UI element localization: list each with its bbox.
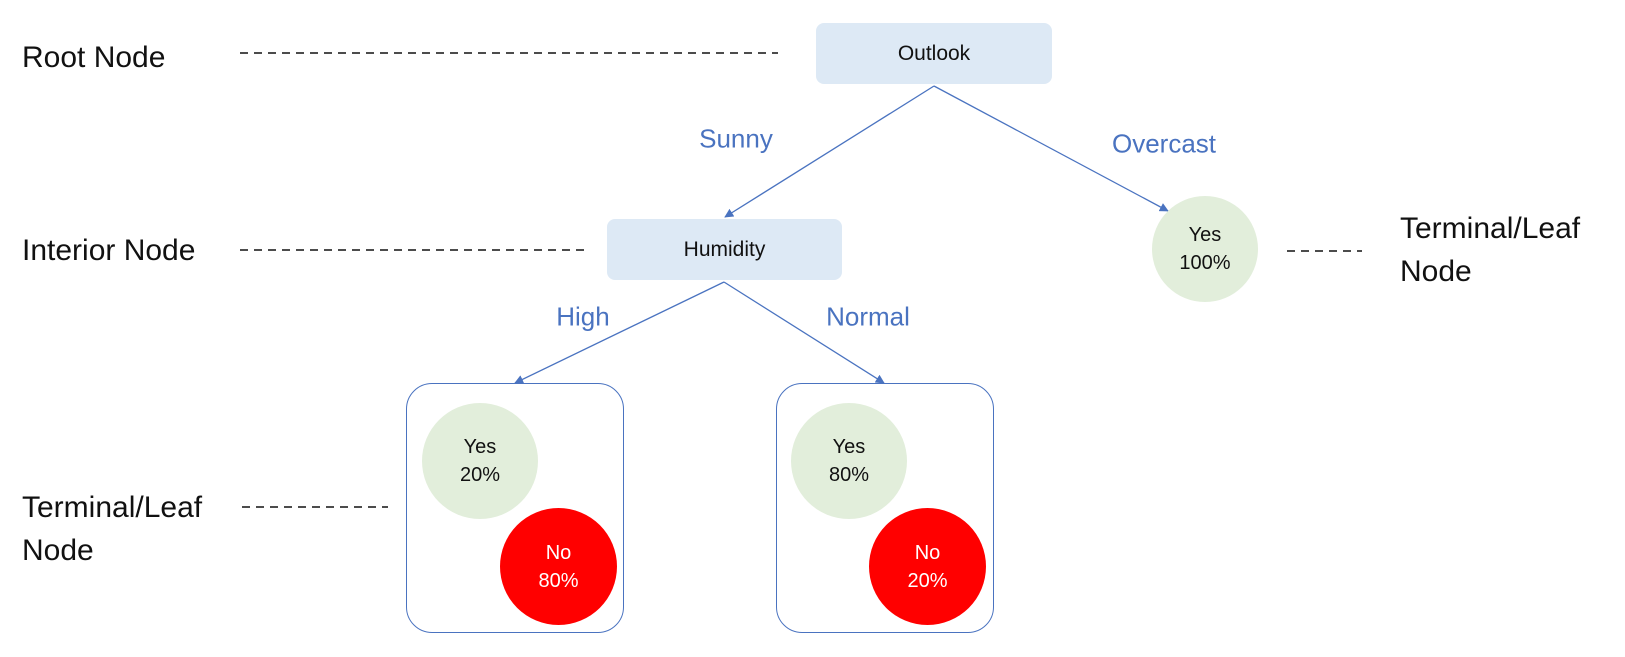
- leaf-normal-no-value: 20%: [907, 569, 948, 592]
- leaf-high-yes: Yes 20%: [422, 403, 538, 519]
- interior-node-text: Humidity: [683, 237, 766, 261]
- leaf-high-no-value: 80%: [538, 569, 579, 592]
- leaf-normal-yes: Yes 80%: [791, 403, 907, 519]
- edge-label-sunny-text: Sunny: [699, 123, 773, 154]
- leaf-overcast-yes-label: Yes: [1188, 224, 1222, 246]
- edge-label-high: High: [556, 302, 609, 333]
- root-node-outlook: Outlook: [816, 23, 1052, 84]
- leaf-overcast-yes-value: 100%: [1179, 252, 1231, 274]
- edge-label-high-text: High: [556, 301, 610, 332]
- edge-sunny-arrow: [724, 85, 935, 218]
- edge-label-overcast: Overcast: [1112, 129, 1216, 160]
- edge-overcast-arrow: [933, 85, 1169, 212]
- leaf-group-normal: [776, 383, 994, 633]
- edge-label-sunny: Sunny: [699, 124, 773, 155]
- root-node-text: Outlook: [897, 41, 971, 65]
- leaf-high-no: No 80%: [500, 508, 617, 625]
- leaf-node-label-left-line2: Node: [22, 534, 94, 567]
- leaf-node-label-right-line2: Node: [1400, 255, 1472, 288]
- edge-label-normal: Normal: [826, 302, 910, 333]
- leaf-high-yes-label: Yes: [463, 436, 497, 458]
- leaf-high-yes-value: 20%: [459, 464, 501, 486]
- edge-normal-arrow: [723, 281, 885, 384]
- leaf-normal-no: No 20%: [869, 508, 986, 625]
- leaf-high-no-label: No: [545, 541, 572, 564]
- edge-high-arrow: [514, 281, 725, 384]
- edge-label-overcast-text: Overcast: [1111, 128, 1217, 159]
- root-node-label-text: Root Node: [22, 41, 166, 74]
- leaf-normal-no-label: No: [914, 541, 941, 564]
- leaf-node-label-right-line1: Terminal/Leaf: [1400, 212, 1581, 245]
- leaf-node-label-left: Terminal/Leaf Node: [22, 486, 202, 572]
- root-node-label: Root Node: [22, 36, 165, 79]
- interior-node-label: Interior Node: [22, 229, 195, 272]
- interior-node-label-text: Interior Node: [22, 234, 196, 267]
- leaf-node-label-right: Terminal/Leaf Node: [1400, 207, 1580, 293]
- leaf-normal-yes-label: Yes: [832, 436, 866, 458]
- leaf-normal-yes-value: 80%: [828, 464, 870, 486]
- edge-label-normal-text: Normal: [826, 301, 910, 332]
- leaf-group-high: [406, 383, 624, 633]
- leaf-node-label-left-line1: Terminal/Leaf: [22, 491, 203, 524]
- interior-node-humidity: Humidity: [607, 219, 842, 280]
- leaf-overcast-yes: Yes 100%: [1152, 196, 1258, 302]
